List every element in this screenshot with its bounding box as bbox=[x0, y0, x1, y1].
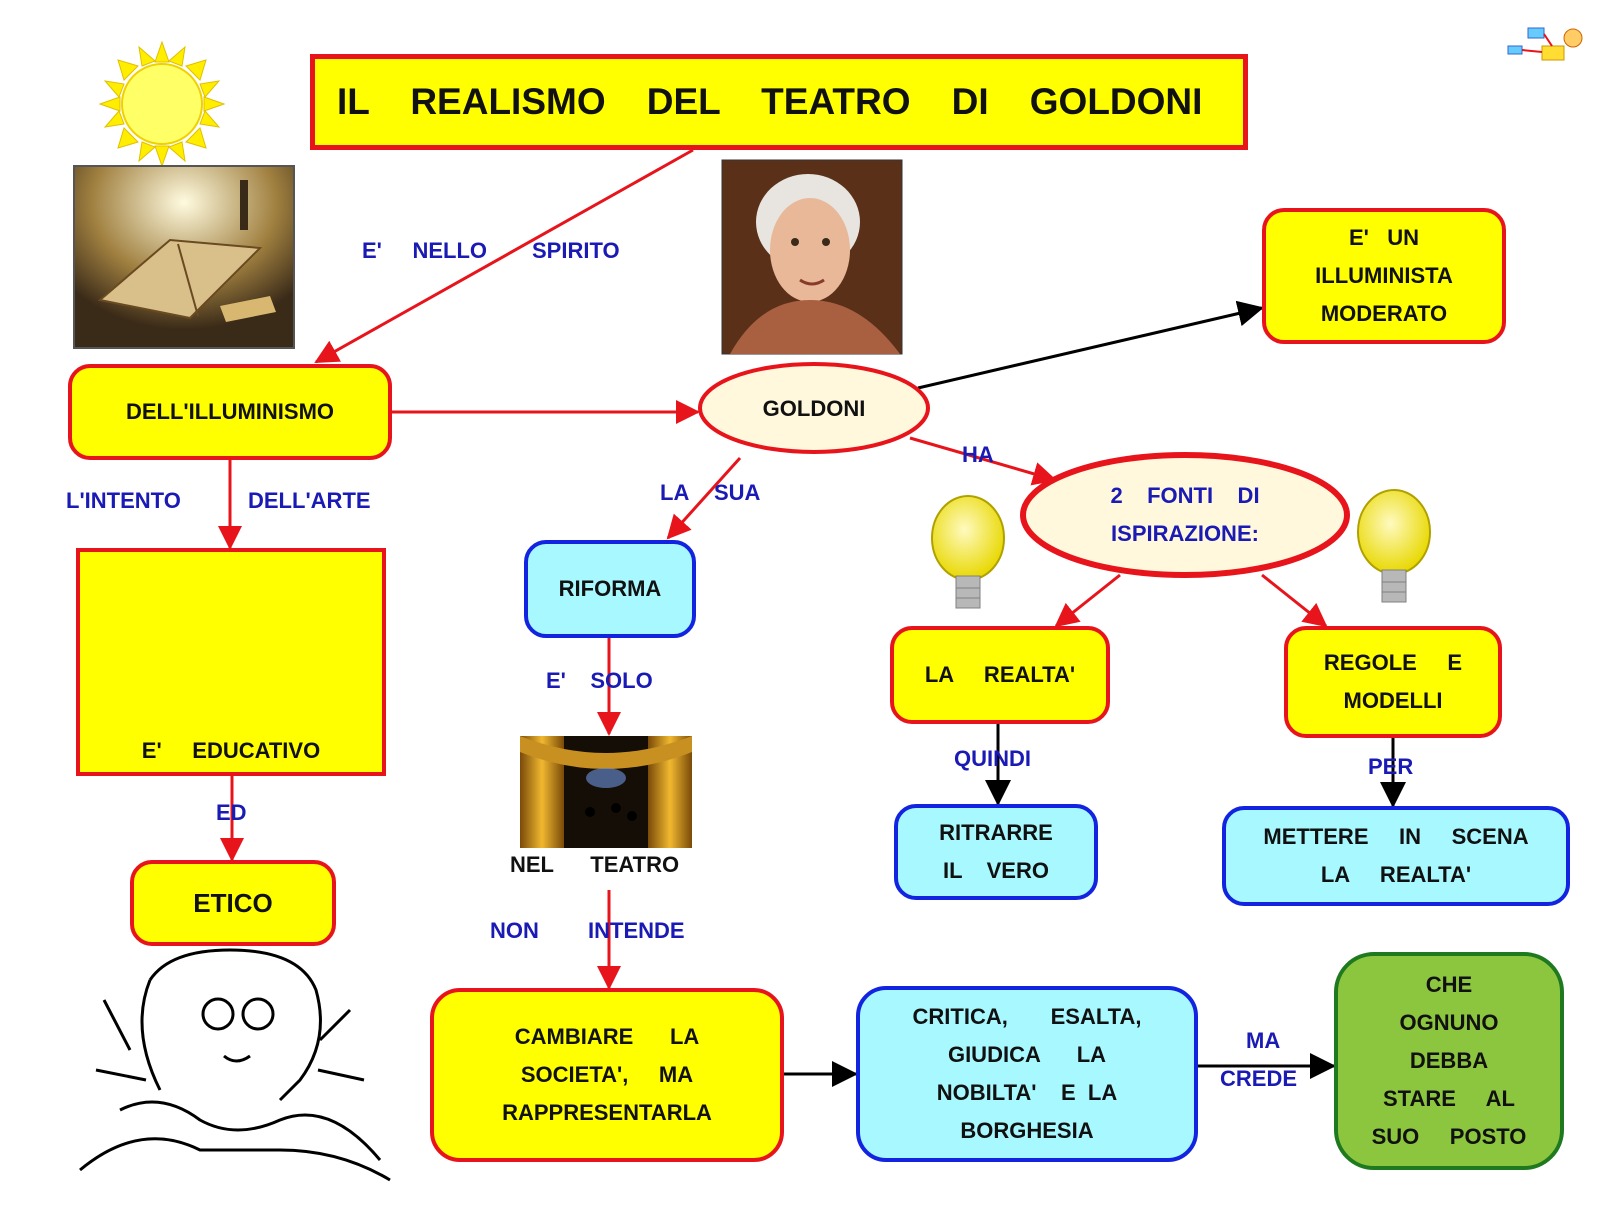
node-fonti-line: 2 FONTI DI bbox=[1110, 483, 1260, 508]
node-che-line: CHE bbox=[1425, 972, 1473, 997]
node-critica-line: NOBILTA' E LA bbox=[936, 1080, 1118, 1105]
portrait-icon bbox=[721, 159, 903, 355]
book-icon bbox=[73, 165, 295, 349]
node-illuminismo-text: DELL'ILLUMINISMO bbox=[125, 399, 335, 424]
node-riforma-text: RIFORMA bbox=[558, 576, 662, 601]
node-ritrarre-line: RITRARRE bbox=[939, 820, 1053, 845]
label-e-solo: E' SOLO bbox=[546, 668, 653, 693]
node-riforma[interactable]: RIFORMA bbox=[524, 540, 696, 638]
node-educativo[interactable]: E' EDUCATIVO bbox=[76, 548, 386, 776]
lightbulb-icon bbox=[931, 495, 1005, 609]
node-che[interactable]: CHE OGNUNO DEBBA STARE AL SUO POSTO bbox=[1334, 952, 1564, 1170]
logo-icon bbox=[1507, 27, 1583, 61]
label-spirito: SPIRITO bbox=[532, 238, 620, 263]
label-sua: SUA bbox=[714, 480, 761, 505]
thinker-icon bbox=[79, 948, 391, 1182]
lightbulb-icon bbox=[1357, 489, 1431, 603]
node-illuminista-line: E' UN bbox=[1348, 225, 1420, 250]
sun-icon bbox=[98, 40, 226, 168]
node-che-line: DEBBA bbox=[1409, 1048, 1489, 1073]
label-e-nello: E' NELLO bbox=[362, 238, 488, 263]
label-arte: DELL'ARTE bbox=[248, 488, 371, 513]
label-intento: L'INTENTO bbox=[66, 488, 181, 513]
node-critica-line: BORGHESIA bbox=[960, 1118, 1094, 1143]
node-illuminismo[interactable]: DELL'ILLUMINISMO bbox=[68, 364, 392, 460]
node-etico-text: ETICO bbox=[193, 887, 273, 918]
node-regole-line: REGOLE E bbox=[1323, 650, 1463, 675]
node-fonti[interactable]: 2 FONTI DI ISPIRAZIONE: bbox=[1030, 470, 1340, 560]
node-goldoni[interactable]: GOLDONI bbox=[704, 366, 924, 452]
node-ritrarre-line: IL VERO bbox=[943, 858, 1049, 883]
node-mettere-line: LA REALTA' bbox=[1320, 862, 1472, 887]
node-critica[interactable]: CRITICA, ESALTA, GIUDICA LA NOBILTA' E L… bbox=[856, 986, 1198, 1162]
node-mettere-line: METTERE IN SCENA bbox=[1263, 824, 1529, 849]
edge-fonti-regole bbox=[1261, 573, 1328, 628]
node-realta[interactable]: LA REALTA' bbox=[890, 626, 1110, 724]
stage-icon bbox=[520, 736, 692, 848]
label-ha: HA bbox=[962, 442, 994, 467]
edge-goldoni-illuminista bbox=[917, 300, 1264, 390]
caption-teatro: NEL TEATRO bbox=[510, 852, 680, 877]
node-critica-line: GIUDICA LA bbox=[947, 1042, 1107, 1067]
node-cambiare-line: SOCIETA', MA bbox=[520, 1062, 694, 1087]
label-crede: CREDE bbox=[1220, 1066, 1298, 1091]
node-regole-line: MODELLI bbox=[1343, 688, 1443, 713]
fonti-ellipse bbox=[1020, 452, 1350, 578]
node-illuminista-line: MODERATO bbox=[1320, 301, 1448, 326]
goldoni-ellipse bbox=[698, 362, 930, 454]
node-che-line: STARE AL bbox=[1383, 1086, 1515, 1111]
node-realta-text: LA REALTA' bbox=[924, 662, 1076, 687]
node-illuminista[interactable]: E' UN ILLUMINISTA MODERATO bbox=[1262, 208, 1506, 344]
node-critica-line: CRITICA, ESALTA, bbox=[912, 1004, 1142, 1029]
label-ed: ED bbox=[216, 800, 247, 825]
node-fonti-line: ISPIRAZIONE: bbox=[1111, 521, 1259, 546]
node-cambiare[interactable]: CAMBIARE LA SOCIETA', MA RAPPRESENTARLA bbox=[430, 988, 784, 1162]
node-che-line: SUO POSTO bbox=[1371, 1124, 1527, 1149]
label-intende: INTENDE bbox=[588, 918, 685, 943]
label-ma: MA bbox=[1246, 1028, 1281, 1053]
node-goldoni-text: GOLDONI bbox=[762, 396, 866, 421]
label-la: LA bbox=[660, 480, 690, 505]
node-ritrarre[interactable]: RITRARRE IL VERO bbox=[894, 804, 1098, 900]
label-quindi: QUINDI bbox=[954, 746, 1031, 771]
node-regole[interactable]: REGOLE E MODELLI bbox=[1284, 626, 1502, 738]
title-box: IL REALISMO DEL TEATRO DI GOLDONI bbox=[310, 54, 1248, 150]
edge-title-illuminismo bbox=[314, 148, 694, 364]
label-non: NON bbox=[490, 918, 539, 943]
node-cambiare-line: RAPPRESENTARLA bbox=[502, 1100, 712, 1125]
edge-goldoni-riforma bbox=[666, 456, 742, 540]
label-per: PER bbox=[1368, 754, 1414, 779]
node-illuminista-line: ILLUMINISTA bbox=[1315, 263, 1453, 288]
page-title: IL REALISMO DEL TEATRO DI GOLDONI bbox=[337, 81, 1203, 122]
node-mettere[interactable]: METTERE IN SCENA LA REALTA' bbox=[1222, 806, 1570, 906]
node-educativo-text: E' EDUCATIVO bbox=[141, 738, 321, 763]
connectors bbox=[218, 148, 1406, 1087]
node-etico[interactable]: ETICO bbox=[130, 860, 336, 946]
edge-goldoni-fonti bbox=[909, 436, 1057, 486]
node-cambiare-line: CAMBIARE LA bbox=[514, 1024, 700, 1049]
node-che-line: OGNUNO bbox=[1399, 1010, 1499, 1035]
edge-fonti-realta bbox=[1054, 573, 1121, 628]
